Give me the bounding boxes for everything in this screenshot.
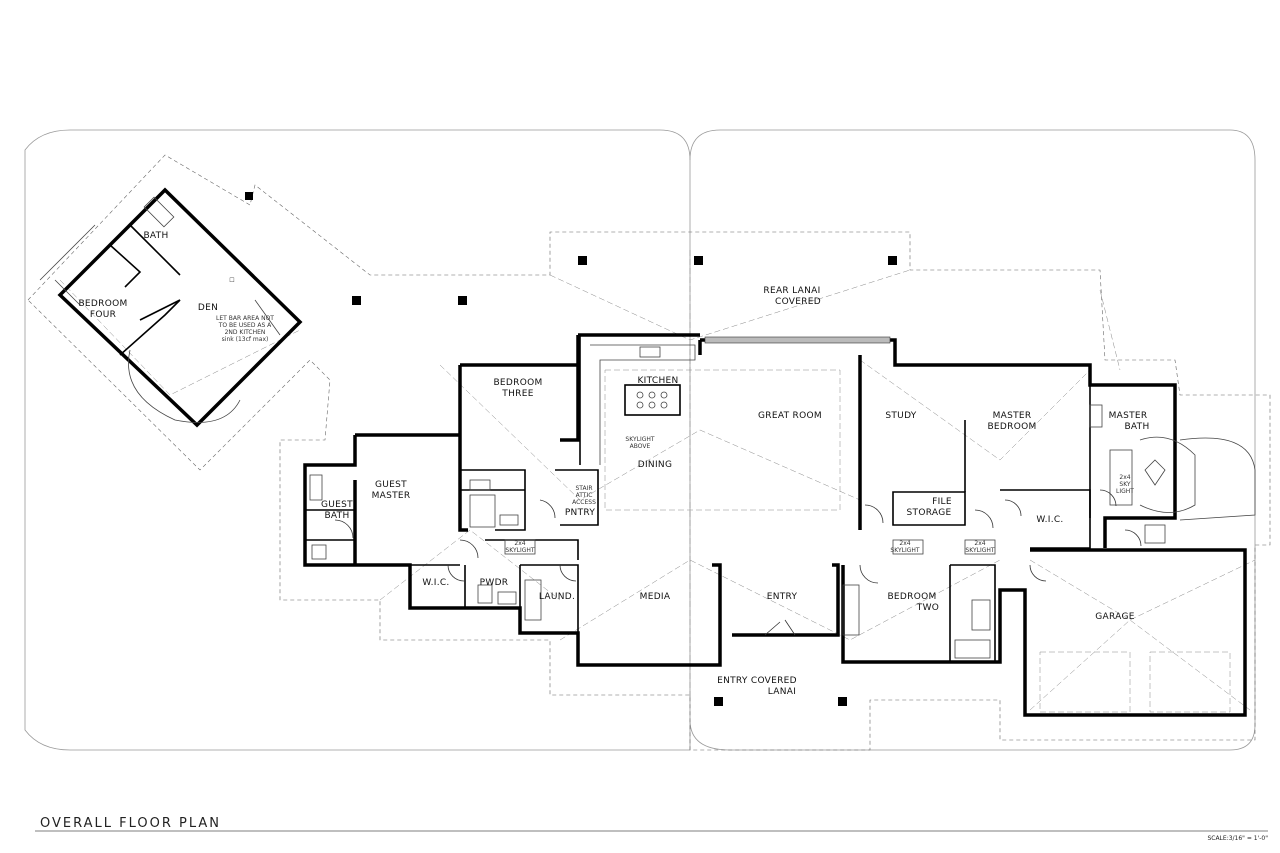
label-skylight-2x4-c-1: 2x4 [974,540,985,547]
label-entry-lanai-1: ENTRY COVERED [717,676,797,686]
label-entry-lanai-2: LANAI [768,687,796,697]
room-labels: BATH BEDROOM FOUR DEN LET BAR AREA NOT T… [78,231,1149,697]
label-garage: GARAGE [1095,612,1134,622]
fixtures [309,344,1256,713]
drawing-scale: SCALE:3/16" = 1'-0" [1207,835,1268,842]
roof-outline [27,154,1271,751]
label-bedroom-three-2: THREE [501,389,533,399]
label-master-bath-1: MASTER [1109,411,1148,421]
label-bedroom-four-1: BEDROOM [78,299,127,309]
label-bath: BATH [143,231,168,241]
den-note-1: LET BAR AREA NOT [216,315,274,322]
svg-text:☐: ☐ [229,277,234,284]
label-bedroom-four-2: FOUR [90,310,116,320]
main-walls [303,333,1247,717]
label-skylight-2x4-b-2: SKYLIGHT [890,547,919,554]
label-guest-master-2: MASTER [372,491,411,501]
label-file-storage-2: STORAGE [907,508,952,518]
label-rear-lanai-2: COVERED [775,297,821,307]
label-skylight-2x4-b-1: 2x4 [899,540,910,547]
label-media: MEDIA [640,592,671,602]
drawing-title: OVERALL FLOOR PLAN [40,816,221,831]
label-master-bath-2: BATH [1124,422,1149,432]
label-bedroom-two-1: BEDROOM [887,592,936,602]
label-bedroom-three-1: BEDROOM [493,378,542,388]
label-master-bedroom-1: MASTER [993,411,1032,421]
label-powder: PWDR [480,578,509,588]
label-guest-master-1: GUEST [375,480,407,490]
sliding-door [704,336,891,344]
label-rear-lanai-1: REAR LANAI [763,286,820,296]
door-swings [334,489,1142,584]
label-attic-2: ATTIC [576,492,593,499]
label-skylight-2x4-a-1: 2x4 [514,540,525,547]
label-great-room: GREAT ROOM [758,411,822,421]
label-kitchen: KITCHEN [637,376,678,386]
label-master-bedroom-2: BEDROOM [987,422,1036,432]
property-boundary [24,129,1256,751]
label-wic-right: W.I.C. [1036,515,1063,525]
label-skylight-2x4-c-2: SKYLIGHT [965,547,994,554]
casita: ☐ [39,187,303,428]
interior-walls [305,335,1170,662]
label-wic-left: W.I.C. [422,578,449,588]
label-attic-1: STAIR [575,485,592,492]
label-skylight-bath-1: 2x4 [1119,474,1130,481]
label-bedroom-two-2: TWO [916,603,939,613]
label-attic-3: ACCESS [572,499,596,506]
label-skylight-bath-3: LIGHT [1116,488,1134,495]
lanai-posts [245,192,897,706]
label-skylight-above-1: SKYLIGHT [625,436,654,443]
label-laundry: LAUND. [539,592,575,602]
den-note-3: 2ND KITCHEN [225,329,266,336]
title-block: OVERALL FLOOR PLAN SCALE:3/16" = 1'-0" [35,816,1268,842]
label-file-storage-1: FILE [932,497,952,507]
label-guest-bath-1: GUEST [321,500,353,510]
den-note-4: sink (13cf max) [222,336,269,343]
label-skylight-bath-2: SKY [1119,481,1131,488]
label-pantry: PNTRY [565,508,596,518]
den-note-2: TO BE USED AS A [218,322,272,329]
label-study: STUDY [885,411,916,421]
label-skylight-above-2: ABOVE [630,443,651,450]
label-entry: ENTRY [767,592,798,602]
label-den: DEN [198,303,218,313]
label-skylight-2x4-a-2: SKYLIGHT [505,547,534,554]
label-dining: DINING [638,460,672,470]
label-guest-bath-2: BATH [324,511,349,521]
